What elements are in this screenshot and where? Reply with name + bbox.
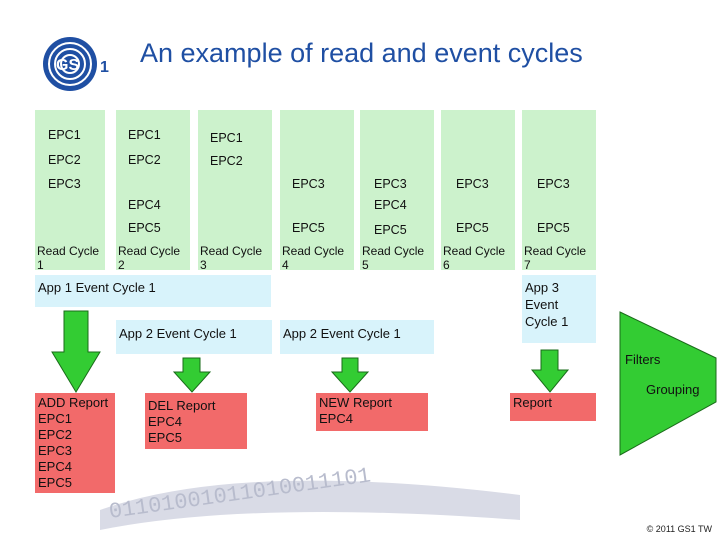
funnel-shape	[619, 311, 717, 456]
read-cycle-1	[35, 110, 105, 270]
app3-event-cycle: App 3 Event Cycle 1	[522, 275, 596, 343]
read-cycle-5	[360, 110, 434, 270]
svg-text:1: 1	[100, 59, 109, 76]
gs1-logo: GS 1	[43, 37, 109, 91]
rc5-epc3: EPC3	[374, 177, 407, 191]
app2-event-label-b: App 2 Event Cycle 1	[283, 326, 401, 341]
rc7-epc3: EPC3	[537, 177, 570, 191]
rc4-epc5: EPC5	[292, 221, 325, 235]
generic-report: Report	[510, 393, 596, 421]
rc3-epc2: EPC2	[210, 154, 243, 168]
arrow-down-add	[51, 310, 101, 393]
read-cycle-7	[522, 110, 596, 270]
arrow-down-report	[530, 349, 570, 393]
read-cycle-2	[116, 110, 190, 270]
rc5-epc5: EPC5	[374, 223, 407, 237]
read-cycle-3	[198, 110, 272, 270]
read-cycle-5-label: Read Cycle 5	[362, 244, 425, 272]
read-cycle-1-label: Read Cycle 1	[37, 244, 100, 272]
read-cycle-7-label: Read Cycle 7	[524, 244, 587, 272]
grouping-label: Grouping	[646, 382, 700, 397]
app2-event-label-a: App 2 Event Cycle 1	[119, 326, 237, 341]
read-cycle-3-label: Read Cycle 3	[200, 244, 263, 272]
rc2-epc5: EPC5	[128, 221, 161, 235]
copyright: © 2011 GS1 TW	[646, 524, 712, 534]
rc6-epc3: EPC3	[456, 177, 489, 191]
rc4-epc3: EPC3	[292, 177, 325, 191]
generic-report-text: Report	[513, 395, 553, 410]
rc6-epc5: EPC5	[456, 221, 489, 235]
binary-watermark: 01101001011010011101	[100, 463, 520, 530]
filters-label: Filters	[625, 352, 661, 367]
read-cycle-4	[280, 110, 354, 270]
del-report-text: DEL Report EPC4 EPC5	[148, 398, 216, 445]
svg-text:GS: GS	[56, 57, 79, 74]
rc2-epc4: EPC4	[128, 198, 161, 212]
arrow-down-new	[330, 357, 370, 393]
app1-event-label: App 1 Event Cycle 1	[38, 280, 156, 295]
app2-event-cycle-b: App 2 Event Cycle 1	[280, 320, 434, 354]
read-cycle-4-label: Read Cycle 4	[282, 244, 345, 272]
rc2-epc2: EPC2	[128, 153, 161, 167]
rc1-epc1: EPC1	[48, 128, 81, 142]
new-report: NEW Report EPC4	[316, 393, 428, 431]
rc1-epc3: EPC3	[48, 177, 81, 191]
rc2-epc1: EPC1	[128, 128, 161, 142]
read-cycle-6-label: Read Cycle 6	[443, 244, 506, 272]
new-report-text: NEW Report EPC4	[319, 395, 392, 426]
app1-event-cycle: App 1 Event Cycle 1	[35, 275, 271, 307]
rc3-epc1: EPC1	[210, 131, 243, 145]
add-report-text: ADD Report EPC1 EPC2 EPC3 EPC4 EPC5	[38, 395, 109, 490]
del-report: DEL Report EPC4 EPC5	[145, 393, 247, 449]
app2-event-cycle-a: App 2 Event Cycle 1	[116, 320, 272, 354]
arrow-down-del	[172, 357, 212, 393]
rc5-epc4: EPC4	[374, 198, 407, 212]
rc7-epc5: EPC5	[537, 221, 570, 235]
read-cycle-6	[441, 110, 515, 270]
rc1-epc2: EPC2	[48, 153, 81, 167]
page-title: An example of read and event cycles	[140, 38, 583, 68]
add-report: ADD Report EPC1 EPC2 EPC3 EPC4 EPC5	[35, 393, 115, 493]
app3-event-label: App 3 Event Cycle 1	[525, 280, 569, 329]
read-cycle-2-label: Read Cycle 2	[118, 244, 181, 272]
